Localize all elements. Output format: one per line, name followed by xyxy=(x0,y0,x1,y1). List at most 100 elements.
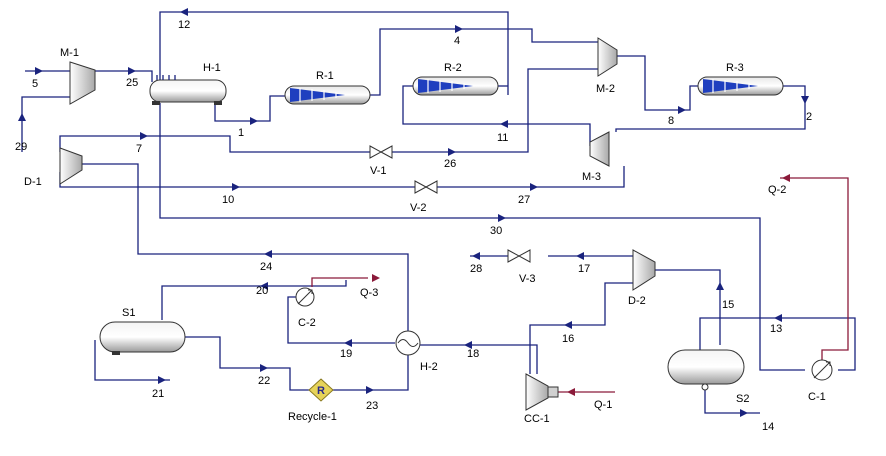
stream-label: 11 xyxy=(497,132,508,144)
label-r2: R-2 xyxy=(444,62,462,74)
compressor-cc1[interactable] xyxy=(525,373,559,411)
label-m2: M-2 xyxy=(596,83,615,95)
reactor-r1[interactable] xyxy=(284,85,371,105)
stream-1-line[interactable] xyxy=(214,95,285,122)
divider-d1-icon[interactable] xyxy=(59,147,83,185)
stream-18-line[interactable] xyxy=(420,344,538,374)
stream-label: 7 xyxy=(136,143,142,155)
compressor-cc1-icon xyxy=(525,373,549,411)
stream-label: 21 xyxy=(152,388,164,400)
label-d1: D-1 xyxy=(24,176,42,188)
valve-v1-icon[interactable] xyxy=(369,145,393,159)
arrow-icon xyxy=(576,252,584,260)
recycle-block[interactable]: R xyxy=(308,378,334,402)
arrow-icon xyxy=(180,8,188,16)
reactor-stripes-icon xyxy=(712,79,750,93)
stream-label: 24 xyxy=(260,261,272,273)
stream-20-line[interactable] xyxy=(161,280,347,320)
recycle-icon xyxy=(308,378,334,402)
stream-label: 22 xyxy=(258,375,270,387)
reactor-fill-icon xyxy=(703,79,758,93)
stream-25-line[interactable] xyxy=(95,70,153,82)
arrow-icon xyxy=(567,388,575,396)
stream-30-line[interactable] xyxy=(159,103,805,371)
heat-exchanger-h2[interactable] xyxy=(395,330,421,356)
separator-s1[interactable] xyxy=(99,321,186,355)
mixer-m3-icon[interactable] xyxy=(589,131,610,167)
mixer-m2-icon[interactable] xyxy=(597,37,618,77)
stream-label: 4 xyxy=(454,35,460,47)
material-stream-lines xyxy=(21,11,856,414)
stream-21-line[interactable] xyxy=(94,340,170,381)
stream-10-line[interactable] xyxy=(59,172,415,188)
stream-19-line[interactable] xyxy=(287,296,395,344)
arrow-icon xyxy=(782,174,790,182)
stream-labels: 5 29 25 12 1 4 8 2 11 7 26 10 27 30 24 2… xyxy=(15,19,812,433)
stream-11-line[interactable] xyxy=(402,85,591,146)
stream-label: 5 xyxy=(32,78,38,90)
cooler-c2[interactable] xyxy=(295,287,315,307)
label-m1: M-1 xyxy=(60,47,79,59)
stream-29-line[interactable] xyxy=(21,96,70,152)
reactor-stripes-icon xyxy=(299,88,337,102)
stream-label: 20 xyxy=(256,285,268,297)
stream-2-line[interactable] xyxy=(615,85,806,132)
label-c1: C-1 xyxy=(808,391,826,403)
stream-label: 28 xyxy=(470,263,482,275)
stream-24-line[interactable] xyxy=(82,163,409,331)
stream-13-line[interactable] xyxy=(699,317,856,371)
label-d2: D-2 xyxy=(628,295,646,307)
support-leg-icon xyxy=(152,101,160,105)
label-s2: S2 xyxy=(736,393,749,405)
arrow-icon xyxy=(801,96,809,104)
stream-16-line[interactable] xyxy=(529,282,633,374)
stream-22-line[interactable] xyxy=(185,336,310,391)
energy-q3-line[interactable] xyxy=(311,277,368,287)
reactor-r2[interactable] xyxy=(412,76,499,96)
arrow-icon xyxy=(260,364,268,372)
reactor-fill-icon xyxy=(418,79,473,93)
stream-15-line[interactable] xyxy=(655,269,721,345)
label-h2: H-2 xyxy=(420,361,438,373)
label-c2: C-2 xyxy=(298,317,316,329)
nozzle-icon xyxy=(156,75,176,80)
cooler-arrow-icon xyxy=(297,289,313,305)
valve-v2-icon[interactable] xyxy=(414,180,438,194)
label-recycle: Recycle-1 xyxy=(288,411,337,423)
stream-7-line[interactable] xyxy=(59,135,370,153)
valve-v3-icon[interactable] xyxy=(507,249,531,263)
arrow-icon xyxy=(498,214,506,222)
stream-label: 29 xyxy=(15,141,27,153)
stream-23-line[interactable] xyxy=(332,355,409,391)
energy-label-q1: Q-1 xyxy=(594,399,612,411)
stream-12-line[interactable] xyxy=(159,11,509,95)
stream-14-line[interactable] xyxy=(704,388,760,414)
label-cc1: CC-1 xyxy=(524,413,550,425)
energy-label-q3: Q-3 xyxy=(360,287,378,299)
stream-label: 13 xyxy=(770,323,782,335)
arrow-icon xyxy=(564,321,572,329)
energy-q2-line[interactable] xyxy=(780,177,849,360)
stream-label: 12 xyxy=(178,19,190,31)
arrow-icon xyxy=(372,274,380,282)
exchanger-wave-icon xyxy=(397,339,419,347)
arrow-icon xyxy=(455,25,463,33)
cooler-arrow-icon xyxy=(813,361,831,379)
stream-26-line[interactable] xyxy=(392,68,598,153)
separator-s2[interactable] xyxy=(667,349,745,391)
mixer-m1-icon[interactable] xyxy=(69,61,96,105)
arrow-icon xyxy=(232,183,240,191)
cooler-c1[interactable] xyxy=(811,359,833,381)
reactor-r3[interactable] xyxy=(697,76,784,96)
stream-label: 30 xyxy=(490,225,502,237)
divider-d2-icon[interactable] xyxy=(632,249,656,291)
stream-27-line[interactable] xyxy=(437,166,625,188)
stream-label: 25 xyxy=(126,77,138,89)
stream-label: 10 xyxy=(222,194,234,206)
label-h1: H-1 xyxy=(203,62,221,74)
stream-8-line[interactable] xyxy=(617,55,700,111)
stream-label: 23 xyxy=(366,400,378,412)
stream-label: 15 xyxy=(722,299,734,311)
heater-h1[interactable] xyxy=(149,75,227,105)
stream-label: 18 xyxy=(467,348,479,360)
